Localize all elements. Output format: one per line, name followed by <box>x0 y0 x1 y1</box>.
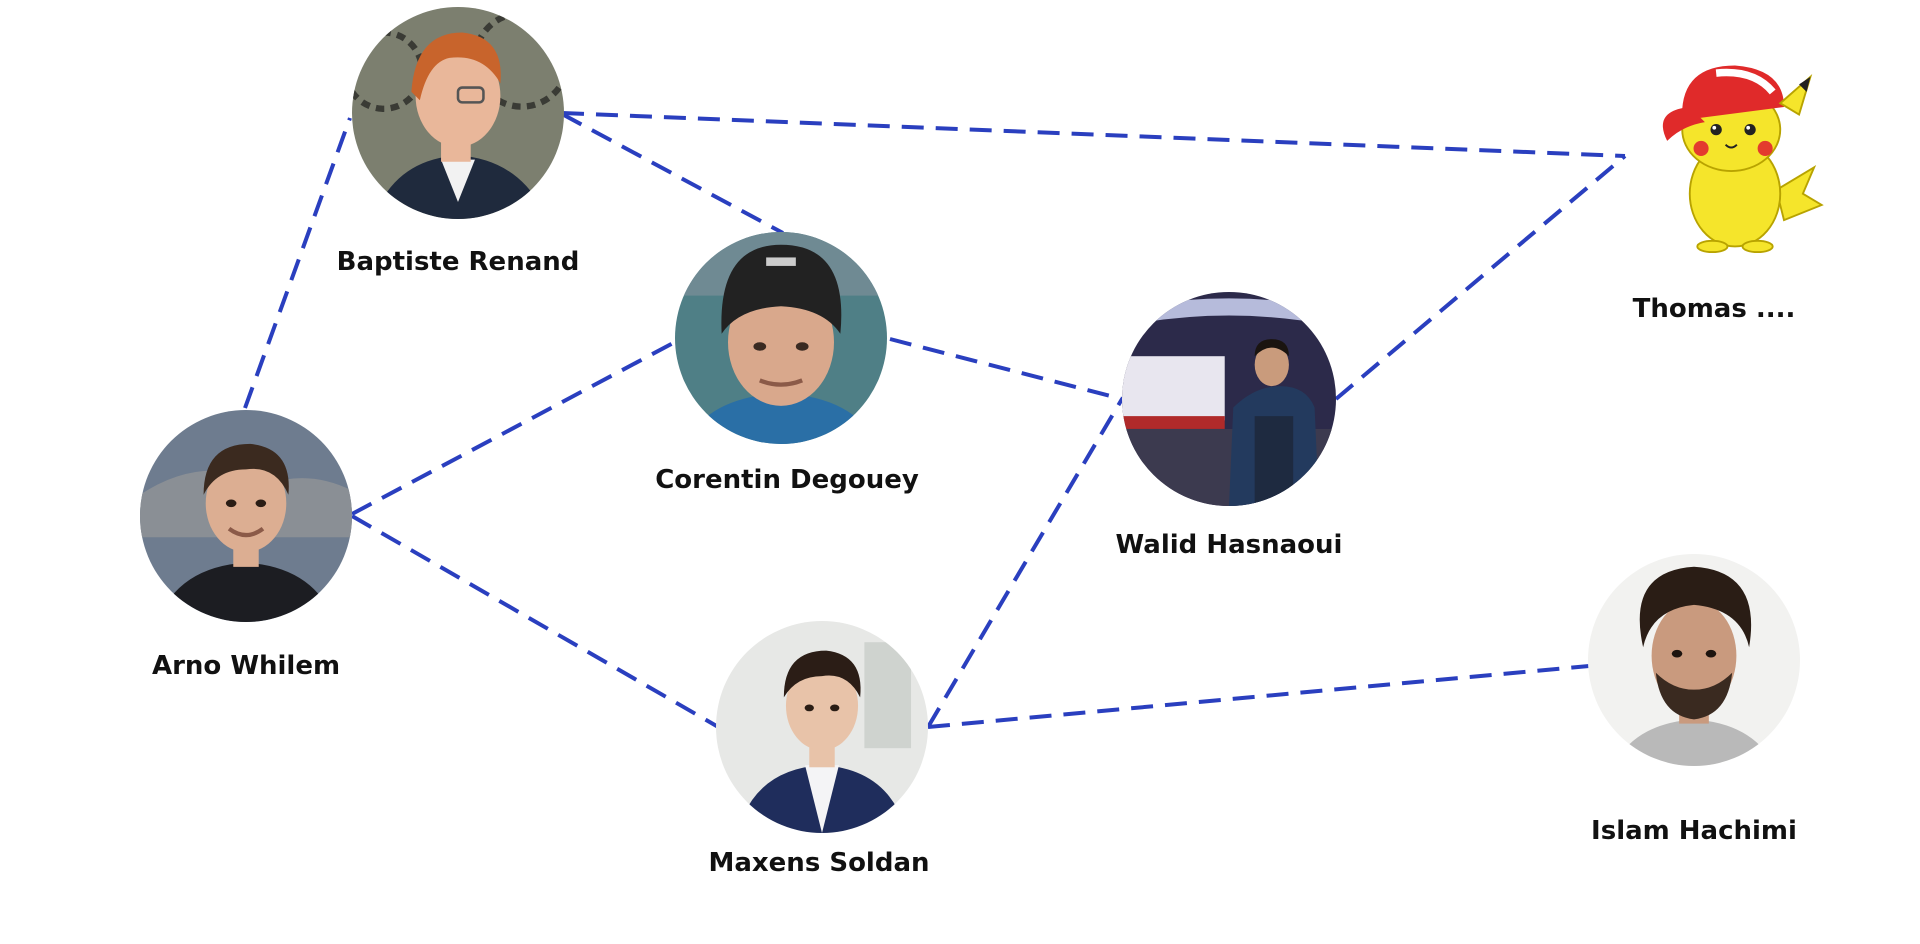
person-photo-icon <box>140 410 352 622</box>
pikachu-icon <box>1662 65 1824 254</box>
person-photo-icon <box>716 621 928 833</box>
person-name: Islam Hachimi <box>1591 816 1797 846</box>
person-name: Walid Hasnaoui <box>1115 530 1343 560</box>
person-photo-icon <box>1588 554 1800 766</box>
person-name: Thomas .... <box>1632 294 1796 324</box>
person-photo-icon <box>352 7 564 219</box>
person-name: Baptiste Renand <box>336 247 580 277</box>
person-photo-icon <box>675 232 887 444</box>
person-photo-icon <box>1122 292 1336 506</box>
edge-baptiste-thomas <box>561 111 1626 158</box>
person-name: Arno Whilem <box>151 651 341 681</box>
edge-corentin-walid <box>889 337 1123 401</box>
edge-arno-baptiste <box>243 117 352 409</box>
edge-maxens-walid <box>926 397 1124 729</box>
edge-arno-corentin <box>351 340 676 516</box>
person-name: Corentin Degouey <box>655 465 919 495</box>
edge-arno-maxens <box>351 514 721 730</box>
edge-walid-thomas <box>1334 154 1627 401</box>
edge-baptiste-corentin <box>561 112 784 235</box>
edge-maxens-islam <box>927 663 1601 729</box>
person-name: Maxens Soldan <box>708 848 930 878</box>
